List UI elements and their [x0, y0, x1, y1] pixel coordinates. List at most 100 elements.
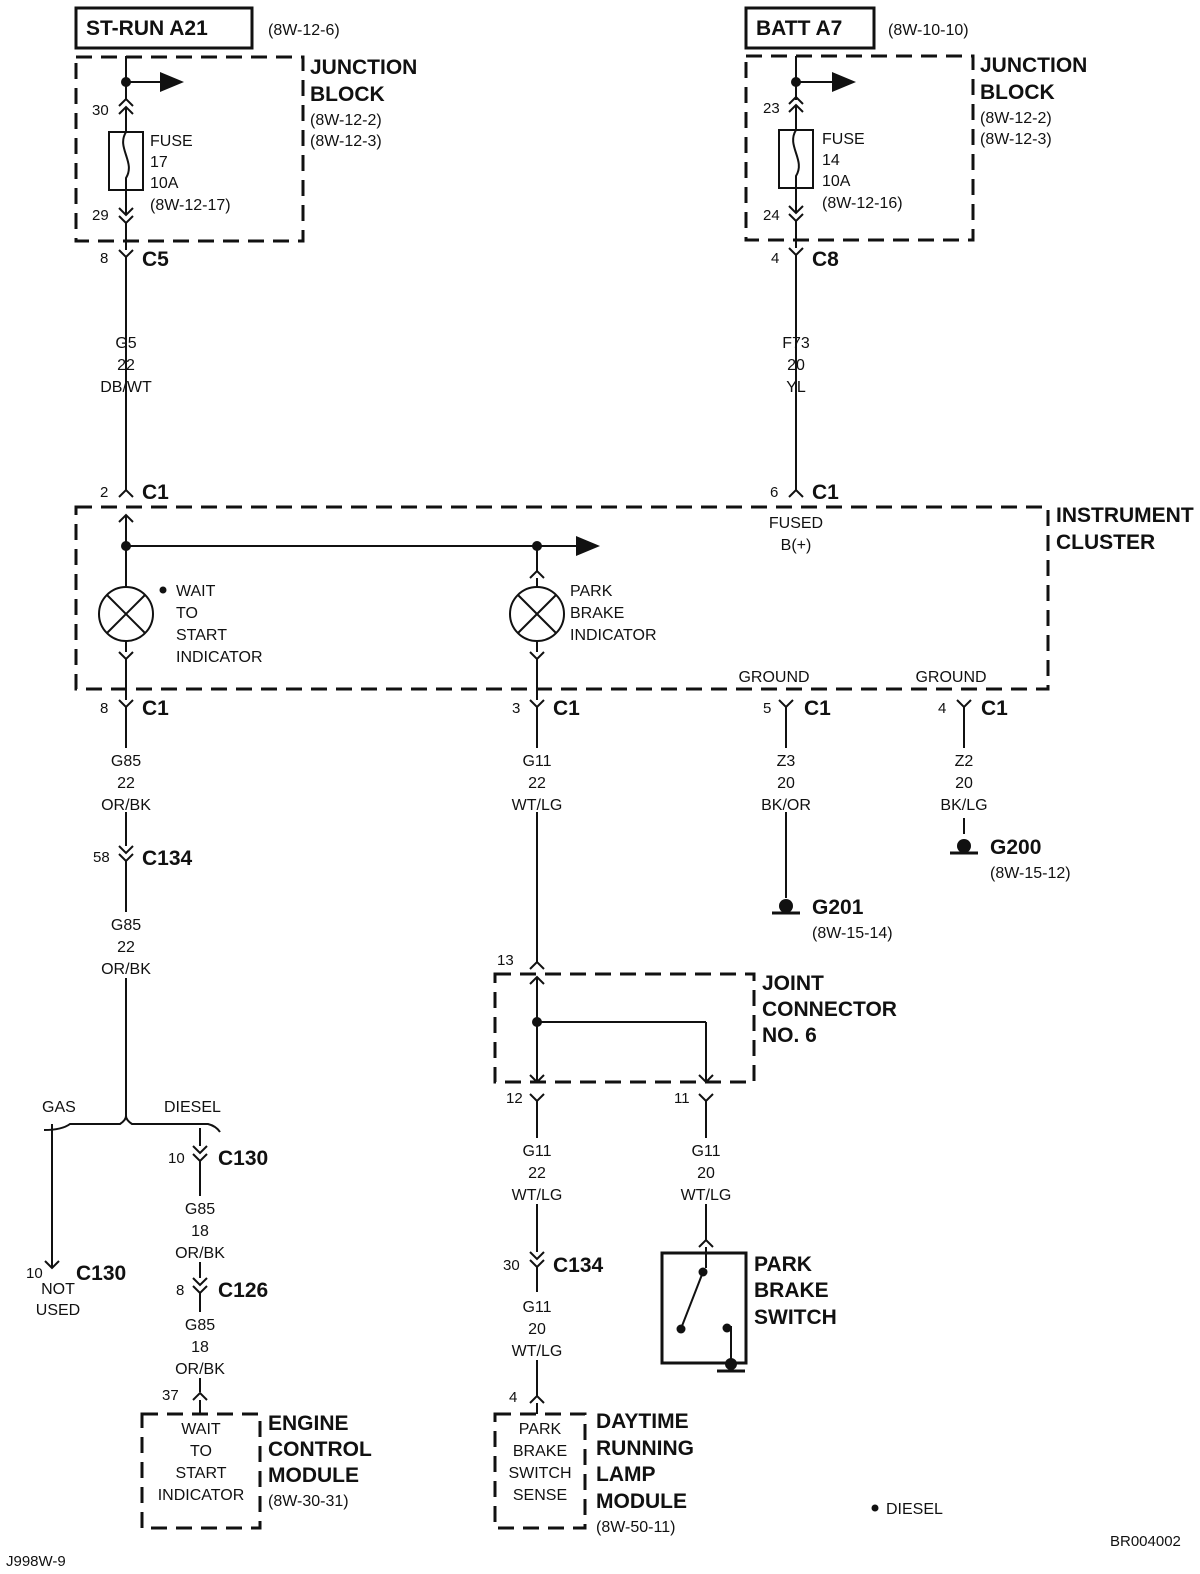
junction-block-left-box: [74, 55, 305, 243]
wire-g85-label-a: G85 22 OR/BK: [101, 753, 151, 814]
wire-f73-label: F73 20 YL: [782, 335, 810, 396]
junction-block-left-title-1: JUNCTION: [310, 56, 417, 79]
st-run-source-ref: (8W-12-6): [268, 22, 340, 39]
junction-block-right-pin-in: 23: [763, 100, 780, 117]
c1-pin5-connector: [778, 699, 794, 709]
c134-right-name: C134: [553, 1254, 604, 1277]
svg-text:WT/LG: WT/LG: [681, 1187, 732, 1204]
drl-inner-1: PARK: [519, 1421, 562, 1438]
wait-indicator-line-2: TO: [176, 605, 198, 622]
svg-text:18: 18: [191, 1339, 209, 1356]
park-brake-switch-title-3: SWITCH: [754, 1306, 837, 1329]
cluster-internal-wiring: [98, 513, 600, 700]
park-indicator-line-2: BRAKE: [570, 605, 624, 622]
svg-text:20: 20: [777, 775, 795, 792]
svg-text:G85: G85: [111, 917, 141, 934]
c1-pin5-pin: 5: [763, 700, 771, 717]
svg-text:G11: G11: [522, 753, 551, 770]
park-brake-switch-title-1: PARK: [754, 1253, 812, 1276]
c134-left-name: C134: [142, 847, 193, 870]
st-run-source-label: ST-RUN A21: [86, 17, 208, 40]
svg-text:G11: G11: [522, 1299, 551, 1316]
drl-inner-3: SWITCH: [508, 1465, 571, 1482]
st-run-source-box: [74, 6, 254, 50]
junction-block-right-title-2: BLOCK: [980, 81, 1055, 104]
junction-block-right-title-1: JUNCTION: [980, 54, 1087, 77]
c134-left-pin: 58: [93, 849, 110, 866]
batt-source-box: [744, 6, 876, 50]
ground-g201-ref: (8W-15-14): [812, 925, 893, 942]
wait-indicator-line-1: WAIT: [176, 583, 216, 600]
g85-wiring: [43, 707, 221, 1414]
not-used-line-2: USED: [36, 1302, 80, 1319]
c1-pin8-name: C1: [142, 697, 169, 720]
wait-indicator-line-3: START: [176, 627, 227, 644]
c1-pin6-pin: 6: [770, 484, 778, 501]
c130-diesel-name: C130: [218, 1147, 268, 1170]
svg-text:YL: YL: [786, 379, 806, 396]
c1-pin2-pin: 2: [100, 484, 108, 501]
ecm-inner-3: START: [176, 1465, 227, 1482]
junction-block-left-pin-out: 29: [92, 207, 109, 224]
ecm-inner-2: TO: [190, 1443, 212, 1460]
svg-text:Z3: Z3: [777, 753, 796, 770]
ground-label-1: GROUND: [738, 669, 809, 686]
wire-g85-label-b: G85 22 OR/BK: [101, 917, 151, 978]
ecm-title-1: ENGINE: [268, 1412, 349, 1435]
connector-c5-name: C5: [142, 248, 169, 271]
footer-right-code: BR004002: [1110, 1533, 1181, 1550]
drl-title-4: MODULE: [596, 1490, 687, 1513]
junction-block-right-box: [744, 54, 975, 242]
svg-text:G85: G85: [185, 1317, 215, 1334]
fuse-14-ref: (8W-12-16): [822, 195, 903, 212]
diesel-dot-icon: [159, 586, 167, 594]
svg-text:22: 22: [117, 939, 135, 956]
drl-title-2: RUNNING: [596, 1437, 694, 1460]
drl-inner-2: BRAKE: [513, 1443, 567, 1460]
ecm-pin: 37: [162, 1387, 179, 1404]
instrument-cluster-title-1: INSTRUMENT: [1056, 504, 1194, 527]
svg-text:DB/WT: DB/WT: [100, 379, 152, 396]
wire-z3-label: Z3 20 BK/OR: [761, 753, 811, 814]
wire-g11-label-b: G11 22 WT/LG: [512, 1143, 563, 1204]
junction-block-left-ref-1: (8W-12-2): [310, 112, 382, 129]
svg-text:F73: F73: [782, 335, 810, 352]
park-indicator-line-3: INDICATOR: [570, 627, 657, 644]
svg-text:WT/LG: WT/LG: [512, 1187, 563, 1204]
c126-name: C126: [218, 1279, 268, 1302]
c1-pin8-pin: 8: [100, 700, 108, 717]
joint-connector-title-3: NO. 6: [762, 1024, 817, 1047]
svg-text:20: 20: [697, 1165, 715, 1182]
joint-connector-pin-out-b: 11: [674, 1090, 690, 1107]
drl-box: [493, 1412, 587, 1530]
svg-text:18: 18: [191, 1223, 209, 1240]
fuse-17-number: 17: [150, 154, 168, 171]
wire-g11-label-d: G11 20 WT/LG: [512, 1299, 563, 1360]
wire-g11-label-a: G11 22 WT/LG: [512, 753, 563, 814]
drl-pin: 4: [509, 1389, 517, 1406]
c134-right-pin: 30: [503, 1257, 520, 1274]
svg-text:22: 22: [117, 357, 135, 374]
svg-text:BK/LG: BK/LG: [940, 797, 987, 814]
junction-block-right-ref-2: (8W-12-3): [980, 131, 1052, 148]
wire-g5-label: G5 22 DB/WT: [100, 335, 152, 396]
park-brake-switch-box: [660, 1251, 748, 1365]
ecm-inner-4: INDICATOR: [158, 1487, 245, 1504]
svg-text:22: 22: [528, 1165, 546, 1182]
c1-pin6-name: C1: [812, 481, 839, 504]
c1-pin8-connector: [118, 699, 134, 709]
c1-pin2-name: C1: [142, 481, 169, 504]
junction-block-right-wiring: [778, 56, 856, 490]
junction-block-left-title-2: BLOCK: [310, 83, 385, 106]
junction-block-right-pin-out: 24: [763, 207, 780, 224]
c1-pin4-connector: [956, 699, 972, 709]
ecm-ref: (8W-30-31): [268, 1493, 349, 1510]
wire-g11-label-c: G11 20 WT/LG: [681, 1143, 732, 1204]
connector-c8-pin: 4: [771, 250, 779, 267]
instrument-cluster-title-2: CLUSTER: [1056, 531, 1155, 554]
ecm-title-3: MODULE: [268, 1464, 359, 1487]
not-used-line-1: NOT: [41, 1281, 75, 1298]
c1-pin5-name: C1: [804, 697, 831, 720]
junction-block-left-pin-in: 30: [92, 102, 109, 119]
